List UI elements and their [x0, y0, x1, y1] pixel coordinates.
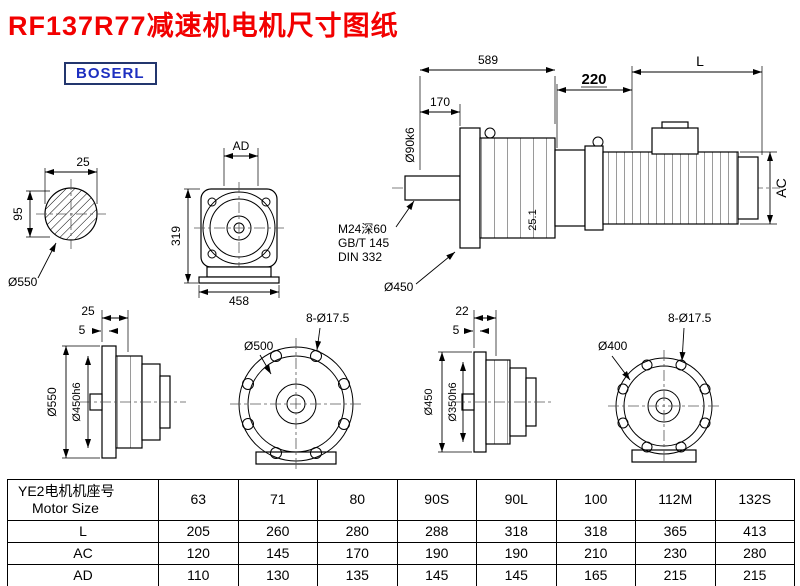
dim-AC: AC: [773, 178, 789, 197]
table-cell: 210: [555, 542, 636, 565]
fan-cover: [737, 156, 759, 220]
table-cell: 318: [476, 520, 557, 543]
dim-fl1-5: 5: [79, 323, 86, 337]
flange-front-view-2: 8-Ø17.5 Ø400: [598, 311, 720, 463]
table-header-size-63: 63: [158, 479, 239, 521]
table-cell: 365: [635, 520, 716, 543]
gearbox-housing: [479, 137, 556, 239]
motor-adapter: [554, 149, 586, 227]
dim-fl2-5: 5: [453, 323, 460, 337]
table-cell: 215: [714, 564, 795, 586]
motor-size-table-wrap: YE2电机机座号 Motor Size 63 71 80 90S 90L 100…: [7, 479, 795, 586]
table-header-size-71: 71: [237, 479, 318, 521]
dim-shaft-outer-dia: Ø550: [8, 275, 38, 289]
shaft-section-view: 25 95 Ø550: [8, 155, 106, 289]
table-cell: 145: [476, 564, 557, 586]
dim-fl1-25: 25: [81, 304, 95, 318]
table-cell: 145: [237, 542, 318, 565]
page-title: RF137R77减速机电机尺寸图纸: [8, 11, 399, 41]
dim-AD: AD: [233, 139, 250, 153]
table-cell: 135: [317, 564, 398, 586]
table-header-size-112m: 112M: [635, 479, 716, 521]
dim-shaft-width: 25: [76, 155, 90, 169]
eyebolt-icon: [484, 127, 496, 139]
row-label-L: L: [7, 520, 159, 543]
brand-logo: BOSERL: [64, 62, 157, 85]
table-cell: 288: [396, 520, 477, 543]
table-cell: 280: [317, 520, 398, 543]
motor-flange: [584, 145, 604, 231]
dim-fl2-holes: 8-Ø17.5: [668, 311, 712, 325]
table-cell: 215: [635, 564, 716, 586]
table-cell: 110: [158, 564, 239, 586]
row-label-AD: AD: [7, 564, 159, 586]
table-cell: 205: [158, 520, 239, 543]
flange-side-view-1: 25 5 Ø550 Ø450h6: [45, 304, 186, 459]
motor-body: [602, 151, 739, 225]
table-header-size-90s: 90S: [396, 479, 477, 521]
table-row-AC: AC 120 145 170 190 190 210 230 280: [7, 542, 795, 565]
table-cell: 413: [714, 520, 795, 543]
table-cell: 318: [555, 520, 636, 543]
flange-front-view-1: 8-Ø17.5 Ø500: [230, 311, 362, 470]
dim-458: 458: [229, 294, 249, 308]
table-header-en: Motor Size: [32, 500, 99, 516]
gearbox-bell: [459, 127, 481, 249]
dim-319: 319: [169, 226, 183, 246]
table-cell: 230: [635, 542, 716, 565]
gearbox-front-view: AD 319 458: [169, 139, 284, 308]
table-cell: 280: [714, 542, 795, 565]
table-cell: 165: [555, 564, 636, 586]
dim-fl2-bolt-circle: Ø400: [598, 339, 628, 353]
table-header-size-80: 80: [317, 479, 398, 521]
table-cell: 190: [476, 542, 557, 565]
table-row-AD: AD 110 130 135 145 145 165 215 215: [7, 564, 795, 586]
table-header-size-132s: 132S: [714, 479, 795, 521]
table-cell: 260: [237, 520, 318, 543]
table-header-cn: YE2电机机座号: [18, 482, 115, 499]
dim-shaft-height: 95: [11, 207, 25, 221]
dim-25-1: 25.1: [527, 209, 539, 230]
dim-main-flange-dia: Ø450: [384, 280, 414, 294]
table-row-L: L 205 260 280 288 318 318 365 413: [7, 520, 795, 543]
terminal-box: [651, 127, 699, 155]
dim-589: 589: [478, 53, 498, 67]
dim-shaft-dia: Ø90k6: [403, 127, 417, 163]
table-cell: 130: [237, 564, 318, 586]
flange-side-view-2: 22 5 Ø450 Ø350h6: [423, 304, 552, 453]
row-label-AC: AC: [7, 542, 159, 565]
dim-fl2-spigot: Ø350h6: [447, 382, 459, 421]
dim-220: 220: [581, 71, 606, 88]
motor-size-table: YE2电机机座号 Motor Size 63 71 80 90S 90L 100…: [7, 479, 795, 586]
table-cell: 145: [396, 564, 477, 586]
thread-spec-line3: DIN 332: [338, 250, 382, 264]
table-header-size-100: 100: [555, 479, 636, 521]
dim-fl1-spigot: Ø450h6: [71, 382, 83, 421]
thread-spec-line2: GB/T 145: [338, 236, 389, 250]
dim-fl1-od: Ø550: [45, 387, 59, 417]
table-header-row: YE2电机机座号 Motor Size 63 71 80 90S 90L 100…: [7, 479, 795, 521]
table-cell: 190: [396, 542, 477, 565]
dim-170: 170: [430, 95, 450, 109]
dim-fl1-bolt-circle: Ø500: [244, 339, 274, 353]
dim-L: L: [696, 53, 704, 69]
dim-fl2-22: 22: [455, 304, 469, 318]
table-cell: 170: [317, 542, 398, 565]
thread-spec-line1: M24深60: [338, 222, 387, 236]
main-side-view: 589 170 Ø90k6 220 L AC M24深60 GB/T 145 D…: [338, 53, 789, 294]
table-header-motor-size: YE2电机机座号 Motor Size: [7, 479, 159, 521]
technical-drawing: 25 95 Ø550 AD 319 458: [8, 53, 789, 470]
table-header-size-90l: 90L: [476, 479, 557, 521]
dim-fl2-od: Ø450: [423, 389, 435, 416]
input-shaft: [404, 175, 461, 201]
table-cell: 120: [158, 542, 239, 565]
dim-fl1-holes: 8-Ø17.5: [306, 311, 350, 325]
